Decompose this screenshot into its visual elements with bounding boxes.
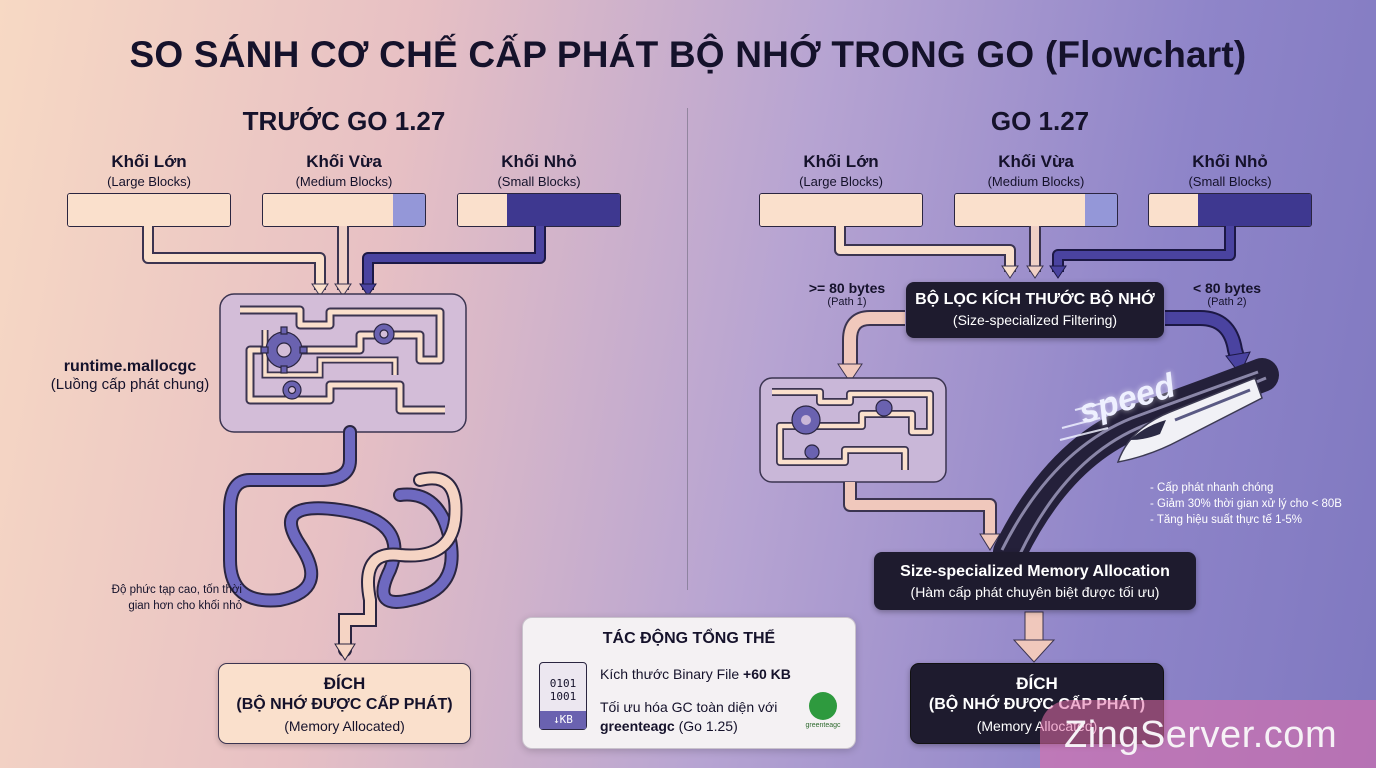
left-small-block-label: Khối Nhỏ(Small Blocks) [497, 152, 581, 189]
page-title: SO SÁNH CƠ CHẾ CẤP PHÁT BỘ NHỚ TRONG GO … [129, 34, 1247, 75]
right-small-block-label: Khối Nhỏ(Small Blocks) [1188, 152, 1272, 189]
section-divider [687, 108, 688, 590]
left-heading: TRƯỚC GO 1.27 [242, 106, 446, 136]
alloc-to-dest-arrow [1012, 611, 1056, 663]
left-large-flow [142, 226, 329, 297]
impact-title: TÁC ĐỘNG TỔNG THỂ [602, 630, 776, 647]
right-medium-block-label: Khối Vừa(Medium Blocks) [987, 152, 1085, 189]
right-large-flow [834, 226, 1019, 279]
left-mallocgc-box [219, 293, 467, 433]
binary-size-text: Kích thước Binary File +60 KB [600, 666, 791, 682]
left-tangled-flow [223, 425, 463, 661]
left-medium-block-label: Khối Vừa(Medium Blocks) [295, 152, 393, 189]
right-medium-flow [1026, 226, 1044, 279]
left-small-block-bar [457, 193, 621, 227]
greenteagc-logo: greenteagc [803, 692, 843, 742]
leaf-icon [809, 692, 837, 720]
right-general-box [759, 377, 947, 483]
gc-text: Tối ưu hóa GC toàn diện với greenteagc (… [600, 699, 778, 734]
left-large-block-label: Khối Lớn(Large Blocks) [107, 152, 191, 189]
speed-lines [1059, 399, 1116, 441]
path1-flow [837, 310, 905, 383]
benefits-list: - Cấp phát nhanh chóng - Giảm 30% thời g… [1150, 482, 1342, 526]
binary-file-icon: 0101 1001 ↓KB [539, 662, 587, 730]
gear-icon [265, 323, 395, 400]
left-small-flow [359, 226, 546, 297]
right-heading: GO 1.27 [990, 106, 1090, 136]
path1-label: >= 80 bytes (Path 1) [808, 280, 886, 308]
size-filter-box: BỘ LỌC KÍCH THƯỚC BỘ NHỚ (Size-specializ… [906, 282, 1164, 338]
specialized-allocation-box: Size-specialized Memory Allocation (Hàm … [874, 552, 1196, 610]
path2-label: < 80 bytes (Path 2) [1192, 280, 1262, 308]
overall-impact-box: TÁC ĐỘNG TỔNG THỂ 0101 1001 ↓KB Kích thư… [522, 617, 856, 749]
left-medium-flow [334, 226, 352, 297]
train-icon [1116, 377, 1263, 463]
watermark: ZingServer.com [1040, 700, 1376, 768]
right-box-to-alloc-flow [843, 482, 1001, 551]
right-small-block-bar [1148, 193, 1312, 227]
mallocgc-label: runtime.mallocgc(Luồng cấp phát chung) [50, 358, 210, 393]
right-large-block-label: Khối Lớn(Large Blocks) [799, 152, 883, 189]
path2-flow [1165, 310, 1251, 375]
left-destination-box: ĐÍCH(BỘ NHỚ ĐƯỢC CẤP PHÁT)(Memory Alloca… [218, 663, 471, 744]
right-small-flow [1049, 226, 1236, 279]
left-gear-teeth [260, 326, 308, 374]
